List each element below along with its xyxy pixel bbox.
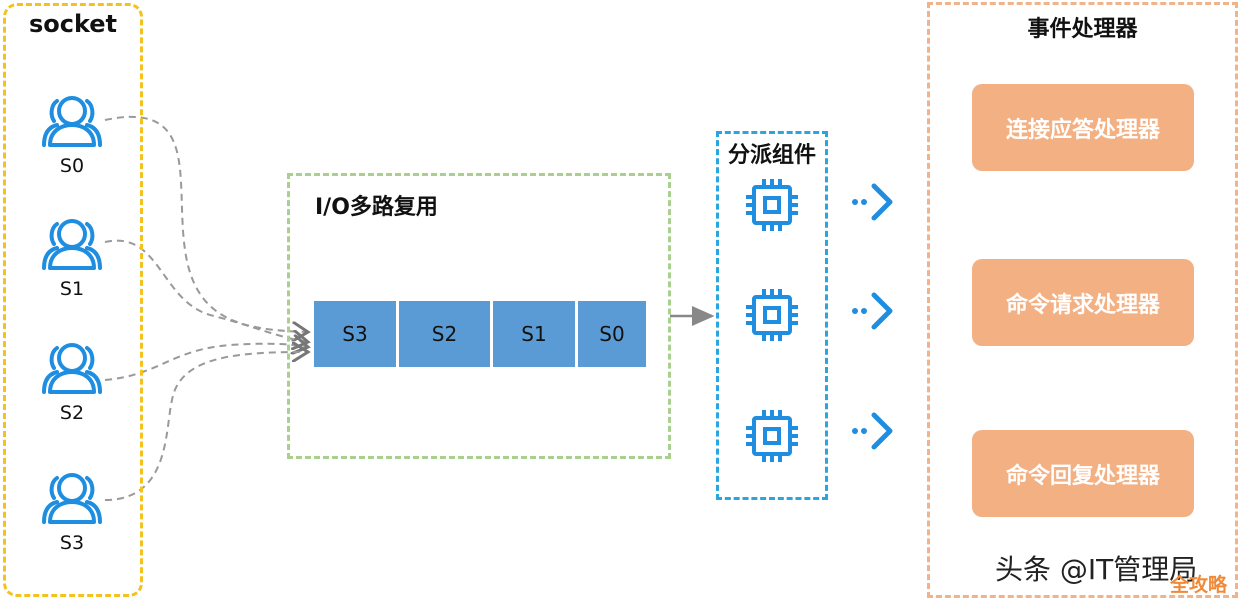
line-s1 — [104, 239, 308, 342]
chip-icon — [746, 179, 798, 231]
socket-user-s1: S1 — [37, 216, 107, 300]
watermark: 头条 @IT管理局 — [995, 553, 1198, 586]
socket-queue: S3 S2 S1 S0 — [314, 301, 646, 367]
chip-icon — [746, 410, 798, 462]
queue-cell: S3 — [314, 301, 396, 367]
queue-cell: S0 — [578, 301, 646, 367]
socket-user-label: S1 — [59, 278, 85, 300]
queue-cell: S1 — [493, 301, 575, 367]
socket-user-label: S0 — [59, 155, 85, 177]
command-request-handler: 命令请求处理器 — [972, 259, 1194, 346]
socket-title: socket — [28, 10, 118, 38]
chip-icon — [746, 289, 798, 341]
line-s3 — [104, 352, 308, 501]
user-group-icon — [42, 473, 102, 524]
connection-reply-handler: 连接应答处理器 — [972, 84, 1194, 171]
user-group-icon — [42, 343, 102, 394]
socket-user-s2: S2 — [37, 340, 107, 424]
watermark-badge: 全攻略 — [1170, 574, 1228, 596]
queue-cell: S2 — [399, 301, 490, 367]
user-group-icon — [42, 96, 102, 147]
dispatch-arrow-icon — [852, 183, 893, 221]
socket-group — [3, 3, 143, 597]
user-group-icon — [42, 219, 102, 270]
socket-user-label: S3 — [59, 532, 85, 554]
socket-user-s3: S3 — [37, 470, 107, 554]
io-multiplexing-title: I/O多路复用 — [315, 195, 438, 220]
command-reply-handler: 命令回复处理器 — [972, 430, 1194, 517]
socket-user-label: S2 — [59, 402, 85, 424]
event-handler-group — [927, 2, 1238, 598]
dispatcher-group — [716, 131, 828, 500]
io-multiplexing-group — [287, 173, 671, 459]
event-handler-title: 事件处理器 — [1027, 17, 1138, 42]
dispatcher-title: 分派组件 — [727, 143, 816, 168]
socket-user-s0: S0 — [37, 93, 107, 177]
dispatch-arrow-icon — [852, 292, 893, 330]
dispatch-arrow-icon — [852, 412, 893, 450]
